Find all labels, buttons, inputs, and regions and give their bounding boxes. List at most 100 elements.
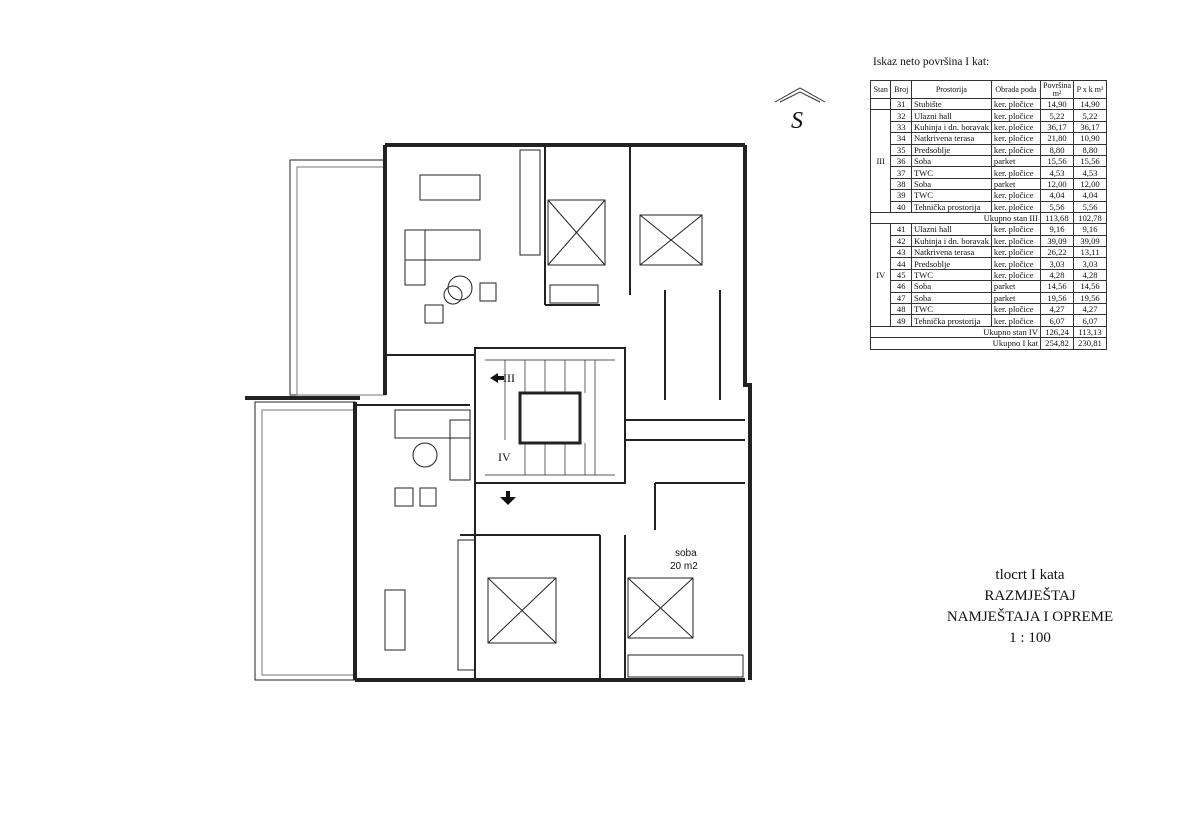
table-cell: ker. pločice <box>990 109 1042 122</box>
table-cell: 42 <box>890 234 912 248</box>
table-cell: 44 <box>890 257 912 270</box>
table-cell: 36 <box>890 154 912 168</box>
table-cell: ker. pločice <box>990 223 1042 236</box>
table-cell: 5,22 <box>1073 109 1107 122</box>
table-cell: parket <box>990 291 1042 305</box>
table-cell: 4,28 <box>1040 268 1074 282</box>
table-cell: 21,80 <box>1040 132 1074 145</box>
table-cell: 5,56 <box>1073 200 1107 213</box>
table-cell: ker. pločice <box>990 120 1042 134</box>
table-cell: ker. pločice <box>990 246 1042 259</box>
table-cell: 12,00 <box>1073 177 1107 191</box>
table-cell: Stubište <box>910 97 992 111</box>
table-cell: 4,27 <box>1073 303 1107 316</box>
table-cell: 4,53 <box>1040 166 1074 179</box>
col-broj: Broj <box>890 80 912 99</box>
table-cell: 26,22 <box>1040 246 1074 259</box>
table-cell: 39 <box>890 189 912 202</box>
north-label: S <box>791 108 803 134</box>
lower-terrace <box>245 396 360 681</box>
table-cell: Soba <box>910 280 992 293</box>
table-cell: ker. pločice <box>990 268 1042 282</box>
table-cell: ker. pločice <box>990 303 1042 316</box>
table-cell: 38 <box>890 177 912 191</box>
table-cell: 126,24 <box>1040 325 1074 339</box>
table-cell: 5,22 <box>1040 109 1074 122</box>
entry-label-iv: IV <box>498 450 511 464</box>
table-cell: 34 <box>890 132 912 145</box>
table-cell: 4,28 <box>1073 268 1107 282</box>
table-cell: 32 <box>890 109 912 122</box>
table-cell: 15,56 <box>1073 154 1107 168</box>
table-cell: ker. pločice <box>990 97 1042 111</box>
table-cell: Natkrivena terasa <box>910 246 992 259</box>
north-arrow <box>774 87 826 103</box>
table-cell: Soba <box>910 177 992 191</box>
table-cell: 12,00 <box>1040 177 1074 191</box>
bed-iii-1 <box>547 199 606 266</box>
legend-line3: NAMJEŠTAJA I OPREME <box>946 609 1114 625</box>
table-cell: 3,03 <box>1073 257 1107 270</box>
table-cell: Soba <box>910 154 992 168</box>
entry-arrow-iv-icon <box>500 491 516 505</box>
bed-iv-2 <box>627 577 694 639</box>
legend-title: tlocrt I kata <box>995 567 1065 583</box>
stan-label: III <box>869 109 892 213</box>
table-cell: Ukupno stan III <box>870 211 1041 225</box>
table-cell: parket <box>990 280 1042 293</box>
table-cell: 48 <box>890 303 912 316</box>
table-cell: TWC <box>910 268 992 282</box>
table-cell: ker. pločice <box>990 132 1042 145</box>
table-cell: ker. pločice <box>990 257 1042 270</box>
bed-iv-1 <box>487 577 557 644</box>
table-cell: TWC <box>910 189 992 202</box>
table-cell: Soba <box>910 291 992 305</box>
table-cell: 230,81 <box>1073 337 1107 350</box>
table-cell: 254,82 <box>1040 337 1074 350</box>
table-cell: 46 <box>890 280 912 293</box>
table-cell: 33 <box>890 120 912 134</box>
legend-line2: RAZMJEŠTAJ <box>984 588 1076 604</box>
table-cell: 14,90 <box>1073 97 1107 111</box>
table-cell: 14,56 <box>1073 280 1107 293</box>
table-cell: 9,16 <box>1040 223 1074 236</box>
entry-label-iii: III <box>503 371 515 385</box>
table-cell: Predsoblje <box>910 143 992 156</box>
table-cell: 43 <box>890 246 912 259</box>
table-cell: 15,56 <box>1040 154 1074 168</box>
table-cell: ker. pločice <box>990 234 1042 248</box>
table-cell: 39,09 <box>1073 234 1107 248</box>
table-cell: Tehnička prostorija <box>910 200 992 213</box>
table-cell: 39,09 <box>1040 234 1074 248</box>
table-cell: 40 <box>890 200 912 213</box>
table-cell: 14,56 <box>1040 280 1074 293</box>
table-cell: ker. pločice <box>990 314 1042 327</box>
table-cell: ker. pločice <box>990 143 1042 156</box>
table-cell: 8,80 <box>1040 143 1074 156</box>
table-cell: ker. pločice <box>990 189 1042 202</box>
table-cell: 10,90 <box>1073 132 1107 145</box>
table-cell: parket <box>990 177 1042 191</box>
interior-walls <box>355 145 745 680</box>
table-cell: Predsoblje <box>910 257 992 270</box>
col-povrsina: Površina m² <box>1040 80 1074 99</box>
bed-iii-2 <box>639 214 703 266</box>
entry-arrow-iii-icon <box>490 373 504 383</box>
col-stan: Stan <box>869 80 892 99</box>
table-cell: Ulazni hall <box>910 109 992 122</box>
